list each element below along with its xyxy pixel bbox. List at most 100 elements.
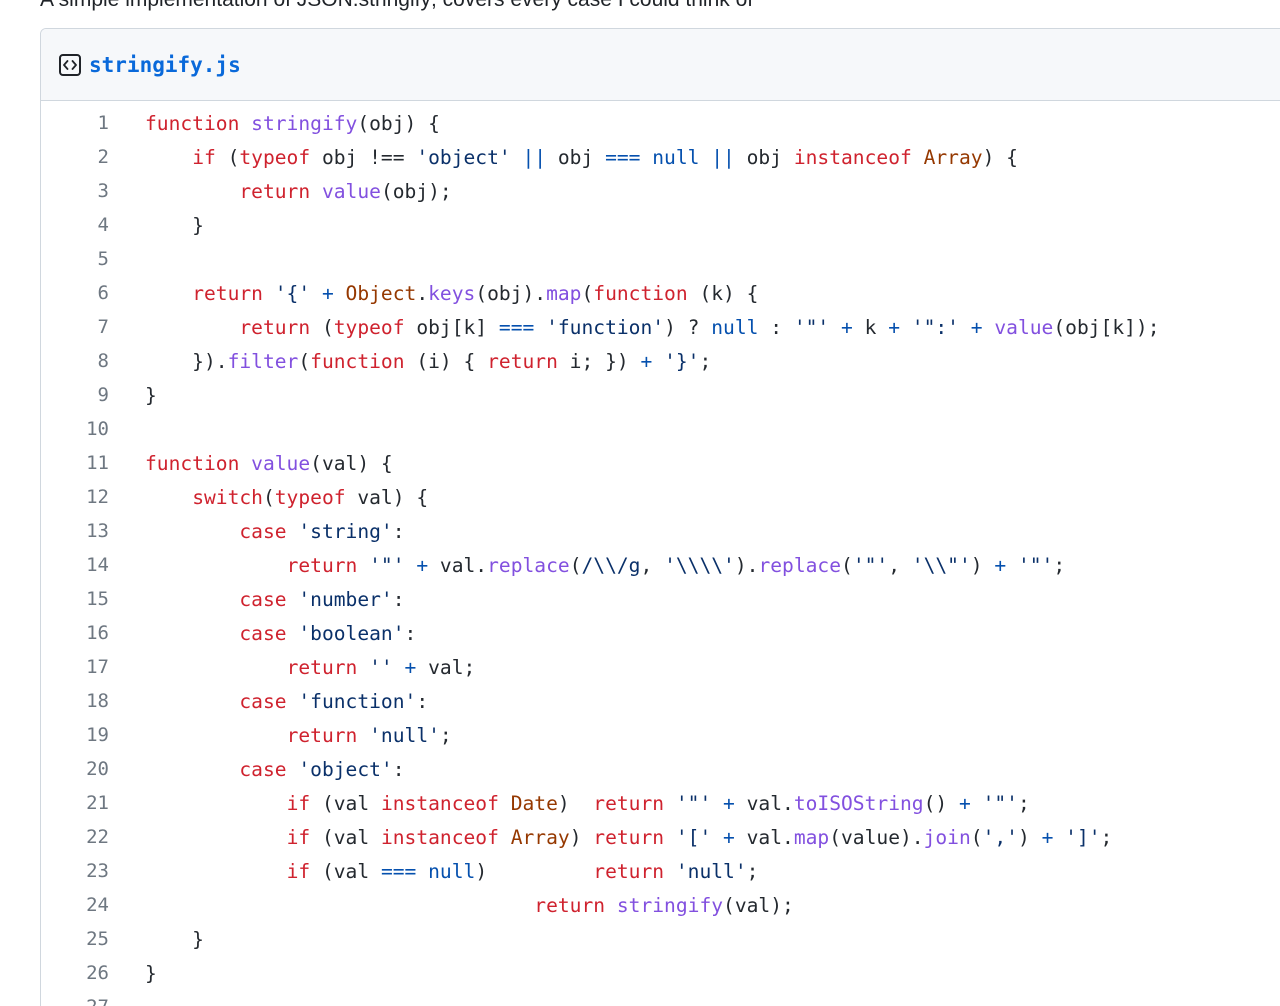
code-token: if — [286, 859, 311, 883]
line-number[interactable]: 8 — [97, 350, 109, 372]
code-token — [357, 724, 369, 747]
code-token: stringify — [251, 111, 358, 135]
code-token: return — [192, 281, 263, 305]
code-token — [239, 452, 251, 475]
code-line: 27 — [41, 990, 1280, 1006]
code-line: 10 — [41, 412, 1280, 446]
line-number[interactable]: 7 — [97, 316, 109, 338]
code-token: ( — [841, 553, 853, 577]
code-token: : — [404, 621, 417, 645]
code-token: ) — [475, 859, 594, 883]
line-number[interactable]: 4 — [97, 214, 109, 236]
code-line: 2 if (typeof obj !== 'object' || obj ===… — [41, 140, 1280, 174]
code-text: return stringify(val); — [109, 894, 794, 917]
code-token — [534, 316, 546, 339]
code-token — [357, 656, 369, 679]
code-text: return value(obj); — [109, 179, 452, 203]
line-number[interactable]: 5 — [97, 248, 109, 270]
code-token: obj[k] — [404, 315, 499, 339]
code-token: map — [546, 281, 582, 305]
code-token: return — [593, 791, 665, 815]
line-number[interactable]: 11 — [86, 452, 109, 474]
code-text: case 'object': — [109, 758, 404, 781]
line-number[interactable]: 17 — [86, 656, 109, 678]
code-token: val; — [416, 655, 476, 679]
line-number[interactable]: 20 — [86, 758, 109, 780]
code-token: stringify — [616, 893, 724, 917]
code-token: , — [888, 553, 912, 577]
line-number[interactable]: 21 — [86, 792, 109, 814]
code-token: case — [239, 519, 287, 543]
code-line: 13 case 'string': — [41, 514, 1280, 548]
code-token: ; — [1100, 825, 1113, 849]
code-token — [287, 758, 299, 781]
code-token: ) — [557, 791, 594, 815]
line-number[interactable]: 15 — [86, 588, 109, 610]
line-number[interactable]: 12 — [86, 486, 109, 508]
code-token: }). — [145, 349, 228, 373]
code-text: if (val instanceof Date) return '"' + va… — [109, 792, 1030, 815]
code-token: '"' — [982, 791, 1018, 815]
line-number[interactable]: 14 — [86, 554, 109, 576]
line-number[interactable]: 16 — [86, 622, 109, 644]
code-token: + — [640, 349, 653, 373]
line-number[interactable]: 24 — [86, 894, 109, 916]
code-line: 15 case 'number': — [41, 582, 1280, 616]
line-number[interactable]: 13 — [86, 520, 109, 542]
code-token — [416, 860, 428, 883]
code-token: return — [487, 349, 558, 373]
code-token: ) { — [982, 145, 1018, 169]
line-number[interactable]: 1 — [97, 112, 109, 134]
line-number[interactable]: 27 — [41, 996, 109, 1006]
line-number[interactable]: 2 — [97, 146, 109, 168]
code-line: 17 return '' + val; — [41, 650, 1280, 684]
code-token: Date — [510, 791, 558, 815]
code-token: === — [498, 315, 535, 339]
code-token: ( — [581, 281, 594, 305]
line-number[interactable]: 22 — [86, 826, 109, 848]
code-token: , — [640, 553, 665, 577]
line-number[interactable]: 26 — [86, 962, 109, 984]
line-number[interactable]: 23 — [86, 860, 109, 882]
code-token: + — [321, 281, 334, 305]
code-text: case 'boolean': — [109, 622, 416, 645]
code-token: (obj); — [380, 179, 452, 203]
code-token: value — [321, 179, 381, 203]
code-token: return — [239, 179, 311, 203]
code-token: ). — [734, 553, 759, 577]
code-token: (val); — [723, 893, 794, 917]
code-token — [711, 792, 723, 815]
line-number[interactable]: 18 — [86, 690, 109, 712]
line-number[interactable]: 10 — [86, 418, 109, 440]
line-number[interactable]: 6 — [97, 282, 109, 304]
code-token: ) — [1017, 825, 1042, 849]
code-token: '\\"' — [911, 553, 971, 577]
code-token: replace — [487, 553, 570, 577]
code-text: } — [109, 214, 204, 237]
code-token — [405, 554, 417, 577]
code-token — [145, 554, 287, 577]
line-number[interactable]: 9 — [97, 384, 109, 406]
code-token: } — [145, 961, 157, 985]
code-token: case — [239, 621, 287, 645]
line-number[interactable]: 25 — [86, 928, 109, 950]
file-name-link[interactable]: stringify.js — [89, 52, 241, 77]
code-token: switch — [192, 485, 263, 509]
code-token: return — [286, 655, 358, 679]
code-token: return — [286, 553, 358, 577]
code-token: '":' — [911, 315, 959, 339]
line-number[interactable]: 19 — [86, 724, 109, 746]
code-token: obj — [734, 145, 794, 169]
code-token — [287, 520, 299, 543]
code-line: 19 return 'null'; — [41, 718, 1280, 752]
code-token — [263, 282, 275, 305]
code-token — [971, 792, 983, 815]
code-line: 3 return value(obj); — [41, 174, 1280, 208]
code-token — [287, 588, 299, 611]
code-token: 'number' — [298, 587, 393, 611]
line-number[interactable]: 3 — [97, 180, 109, 202]
code-line: 12 switch(typeof val) { — [41, 480, 1280, 514]
code-token: 'boolean' — [298, 621, 405, 645]
code-token: (obj) { — [357, 111, 440, 135]
